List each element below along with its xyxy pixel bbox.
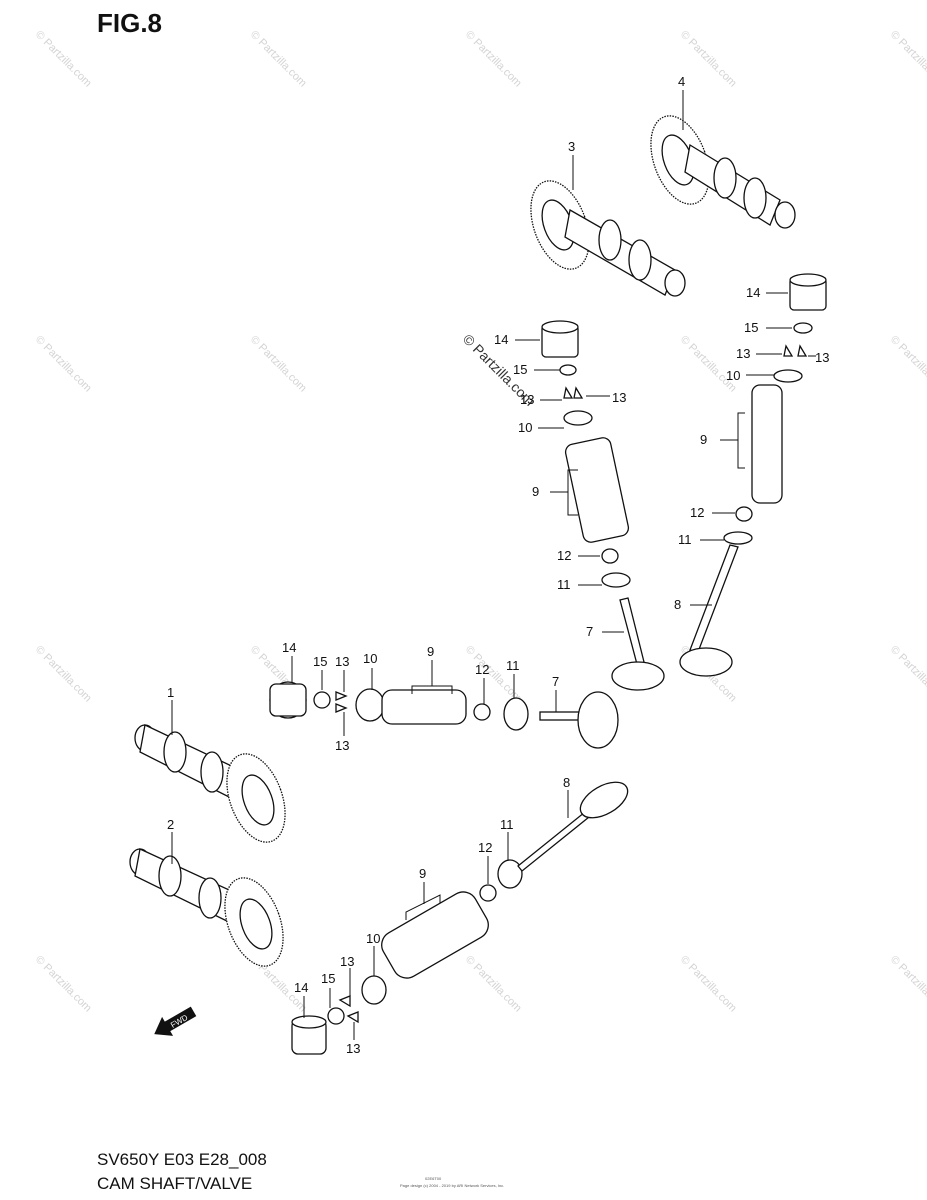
callout-9: 9 xyxy=(427,644,434,659)
camshaft-1-illustration xyxy=(134,724,286,843)
callout-3: 3 xyxy=(568,139,575,154)
callout-2: 2 xyxy=(167,817,174,832)
callout-14: 14 xyxy=(294,980,308,995)
callout-13: 13 xyxy=(736,346,750,361)
watermark: © Partzilla.com xyxy=(463,954,524,1015)
callout-13: 13 xyxy=(346,1041,360,1056)
camshaft-4-illustration xyxy=(650,115,796,229)
watermark: © Partzilla.com xyxy=(678,954,739,1015)
section-name: CAM SHAFT/VALVE xyxy=(97,1174,253,1193)
callout-8: 8 xyxy=(563,775,570,790)
watermark: © Partzilla.com xyxy=(888,644,927,705)
callout-14: 14 xyxy=(282,640,296,655)
watermark: © Partzilla.com xyxy=(248,29,309,90)
callout-11: 11 xyxy=(500,817,514,832)
watermark: © Partzilla.com xyxy=(678,29,739,90)
callout-13: 13 xyxy=(335,654,349,669)
camshaft-3-illustration xyxy=(530,180,686,297)
watermark: © Partzilla.com xyxy=(888,954,927,1015)
watermark: © Partzilla.com xyxy=(33,334,94,395)
callout-13: 13 xyxy=(815,350,829,365)
callout-15: 15 xyxy=(744,320,758,335)
camshaft-2-illustration xyxy=(129,848,284,967)
watermark: © Partzilla.com xyxy=(33,954,94,1015)
callout-14: 14 xyxy=(746,285,760,300)
callout-9: 9 xyxy=(700,432,707,447)
callout-1: 1 xyxy=(167,685,174,700)
watermark: © Partzilla.com xyxy=(33,29,94,90)
page-credit: Page design (c) 2004 - 2019 by ARI Netwo… xyxy=(400,1183,505,1188)
watermark: © Partzilla.com xyxy=(248,334,309,395)
callout-12: 12 xyxy=(475,662,489,677)
valve-stack-right xyxy=(679,273,827,677)
watermark: © Partzilla.com xyxy=(463,29,524,90)
watermark: © Partzilla.com xyxy=(33,644,94,705)
valve-stack-lower xyxy=(291,781,629,1055)
figure-label: FIG.8 xyxy=(97,8,163,38)
callout-11: 11 xyxy=(557,577,571,592)
watermark: © Partzilla.com xyxy=(678,334,739,395)
callout-10: 10 xyxy=(726,368,740,383)
watermark: © Partzilla.com xyxy=(463,644,524,705)
callout-4: 4 xyxy=(678,74,685,89)
callout-11: 11 xyxy=(506,658,520,673)
callout-12: 12 xyxy=(690,505,704,520)
callout-9: 9 xyxy=(419,866,426,881)
callout-13: 13 xyxy=(612,390,626,405)
callout-15: 15 xyxy=(321,971,335,986)
callout-15: 15 xyxy=(513,362,527,377)
callout-12: 12 xyxy=(557,548,571,563)
valve-stack-horizontal xyxy=(269,681,619,749)
callout-13: 13 xyxy=(520,392,534,407)
callout-12: 12 xyxy=(478,840,492,855)
model-code: SV650Y E03 E28_008 xyxy=(97,1150,267,1169)
watermark: © Partzilla.com xyxy=(888,334,927,395)
watermark: © Partzilla.com xyxy=(888,29,927,90)
callout-10: 10 xyxy=(363,651,377,666)
callout-11: 11 xyxy=(678,532,692,547)
callout-13: 13 xyxy=(340,954,354,969)
callout-14: 14 xyxy=(494,332,508,347)
callout-9: 9 xyxy=(532,484,539,499)
callout-7: 7 xyxy=(586,624,593,639)
valve-stack-center xyxy=(541,320,665,691)
tiny-diagram-code: 02E6T00 xyxy=(425,1176,442,1181)
callout-10: 10 xyxy=(366,931,380,946)
callout-10: 10 xyxy=(518,420,532,435)
callout-13: 13 xyxy=(335,738,349,753)
callout-8: 8 xyxy=(674,597,681,612)
callout-15: 15 xyxy=(313,654,327,669)
callout-7: 7 xyxy=(552,674,559,689)
forward-direction-arrow: FWD xyxy=(154,1006,197,1036)
